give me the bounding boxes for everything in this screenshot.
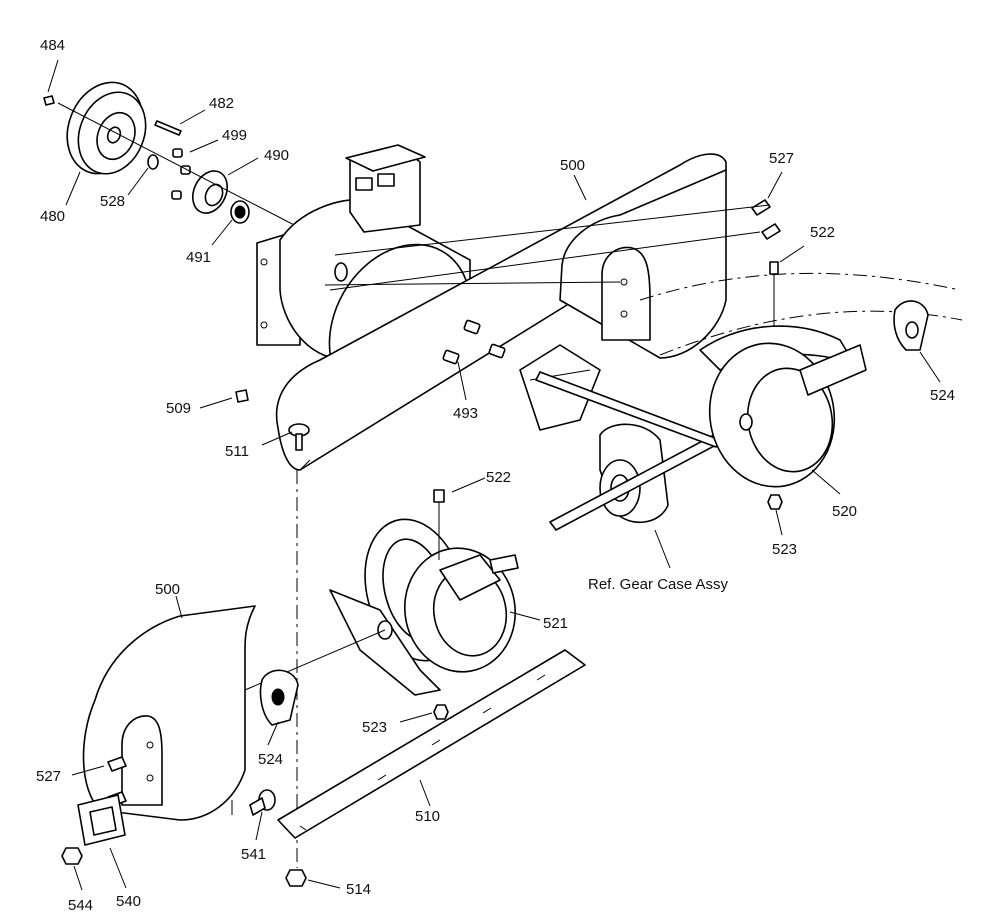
- bolt-541: [249, 789, 276, 816]
- callout-labels: 484 482 499 490 480 528 491 500 527 522 …: [36, 37, 955, 914]
- callout-484: 484: [40, 37, 65, 54]
- right-auger: [699, 325, 867, 488]
- callout-541: 541: [241, 846, 266, 863]
- callout-523-mid: 523: [362, 719, 387, 736]
- skid-bracket: [77, 794, 126, 846]
- callout-527-left: 527: [36, 768, 61, 785]
- bearing: [230, 200, 250, 224]
- callout-482: 482: [209, 95, 234, 112]
- bolt-522-top: [769, 261, 779, 275]
- bolts-right: [751, 199, 781, 240]
- set-screw: [43, 95, 55, 106]
- callout-500-left: 500: [155, 581, 180, 598]
- bolt-509: [235, 389, 249, 403]
- reference-note: Ref. Gear Case Assy: [588, 576, 729, 593]
- callout-522-top: 522: [810, 224, 835, 241]
- pulley: [66, 81, 147, 175]
- callout-527-top: 527: [769, 150, 794, 167]
- callout-490: 490: [264, 147, 289, 164]
- callout-524-right: 524: [930, 387, 955, 404]
- callout-514: 514: [346, 881, 371, 898]
- callout-523-right: 523: [772, 541, 797, 558]
- callout-510: 510: [415, 808, 440, 825]
- callout-544: 544: [68, 897, 93, 914]
- callout-499: 499: [222, 127, 247, 144]
- bolts-center: [442, 319, 506, 365]
- bearing-flange: [191, 170, 229, 214]
- callout-500-top: 500: [560, 157, 585, 174]
- callout-522-mid: 522: [486, 469, 511, 486]
- callout-524-left: 524: [258, 751, 283, 768]
- callout-493: 493: [453, 405, 478, 422]
- callout-491: 491: [186, 249, 211, 266]
- nut-523-mid: [433, 704, 449, 720]
- callout-521: 521: [543, 615, 568, 632]
- callout-528: 528: [100, 193, 125, 210]
- bolt-522-mid: [433, 489, 445, 560]
- callout-520: 520: [832, 503, 857, 520]
- left-auger: [329, 518, 519, 696]
- shaft-key: [154, 120, 182, 136]
- shave-plate: [277, 649, 586, 839]
- callout-509: 509: [166, 400, 191, 417]
- callout-511: 511: [225, 443, 249, 460]
- carriage-bolts: [171, 148, 191, 200]
- auger-housing-top: [275, 153, 727, 471]
- left-housing-side: [82, 605, 256, 821]
- nut-514: [285, 869, 307, 887]
- nut-523-right: [767, 494, 783, 510]
- callout-480: 480: [40, 208, 65, 225]
- gear-case: [519, 344, 749, 531]
- bolt-511: [288, 423, 310, 451]
- leader-lines: [47, 59, 941, 891]
- bushing-left: [259, 669, 299, 726]
- callout-540: 540: [116, 893, 141, 910]
- bushing-right: [893, 300, 929, 351]
- nut-544: [61, 847, 83, 865]
- spacer: [147, 154, 159, 170]
